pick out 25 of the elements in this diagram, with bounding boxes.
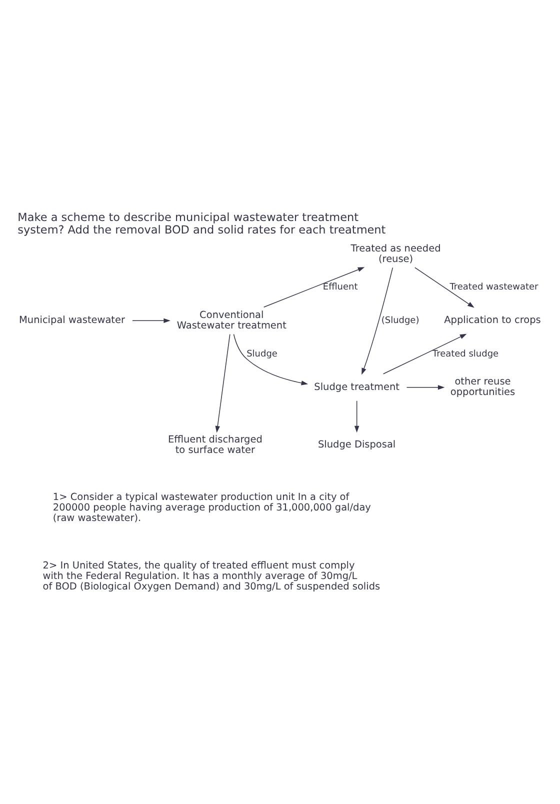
node-text: Treated as needed (reuse) [350, 243, 441, 265]
diagram-title: Make a scheme to describe municipal wastewater treatment system? Add the removal BOD and solid rates for each treatment [18, 210, 386, 237]
node-text: Municipal wastewater [19, 315, 125, 326]
arrow [233, 334, 308, 386]
node-text: Conventional Wastewater treatment [176, 310, 286, 332]
edge-label: Sludge [246, 349, 278, 360]
arrow [406, 385, 445, 390]
arrow [354, 400, 360, 433]
label: 2> In United States, the quality of treated effluent must comply with the Federal Regulation. It has a monthly average of 30mg/L of BOD (Biological Oxygen Demand) and 30mg/L of suspended solids [42, 560, 380, 592]
node-text: Effluent discharged to surface water [168, 434, 262, 456]
edge-label: Effluent [322, 282, 358, 293]
node-text: other reuse opportunities [450, 376, 516, 398]
arrow [362, 267, 394, 375]
edge-label: (Sludge) [381, 316, 420, 326]
arrow [382, 334, 467, 374]
node-text: Sludge treatment [314, 382, 400, 393]
edge-label: Treated wastewater [450, 282, 538, 293]
arrow [215, 334, 230, 433]
node-text: Application to crops [444, 315, 541, 326]
edge-label: Treated sludge [432, 349, 499, 360]
arrow [414, 267, 474, 308]
label: 1> Consider a typical wastewater production unit In a city of 200000 people having average production of 31,000,000 gal/day (raw wastewater). [52, 492, 371, 524]
arrow [132, 318, 170, 324]
node-text: Sludge Disposal [318, 440, 396, 451]
arrow [263, 267, 365, 308]
